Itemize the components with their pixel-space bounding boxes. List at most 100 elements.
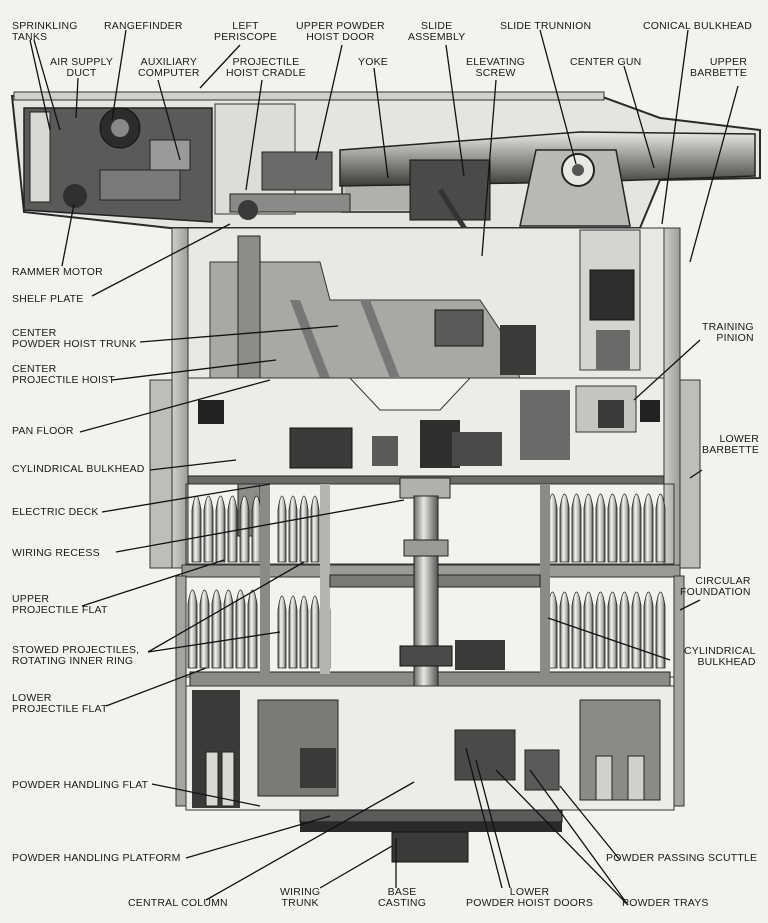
label-central-column: CENTRAL COLUMN [128, 897, 228, 909]
pan-floor-deck [187, 377, 665, 485]
leader-line [75, 77, 79, 119]
leader-line [81, 559, 225, 607]
leader-line [105, 667, 207, 707]
stowed-projectile [571, 591, 582, 669]
leader-line [445, 44, 465, 177]
leader-line [147, 631, 281, 653]
label-slide-trunnion: SLIDE TRUNNION [500, 20, 592, 32]
label-pan-floor: PAN FLOOR [12, 425, 74, 437]
leader-line [559, 785, 621, 861]
label-rangefinder: RANGEFINDER [104, 20, 183, 32]
leader-line [29, 39, 51, 131]
stowed-projectile [277, 495, 287, 563]
stowed-projectile [595, 493, 606, 563]
leader-line [529, 769, 629, 906]
leader-line [33, 39, 61, 131]
leader-line [319, 845, 393, 889]
stowed-projectile [583, 591, 594, 669]
leader-line [101, 483, 271, 513]
stowed-projectile [227, 495, 238, 563]
label-electric-deck: ELECTRIC DECK [12, 506, 99, 518]
leader-line [539, 29, 577, 165]
leader-line [689, 85, 739, 263]
stowed-projectile [559, 591, 570, 669]
stowed-projectile [299, 595, 309, 669]
stowed-projectile [215, 495, 226, 563]
leader-line [185, 815, 331, 859]
stowed-projectile [571, 493, 582, 563]
label-center-gun: CENTER GUN [570, 56, 642, 68]
label-powder-passing-scuttle: POWDER PASSING SCUTTLE [606, 852, 758, 864]
label-conical-bulkhead: CONICAL BULKHEAD [643, 20, 753, 32]
label-powder-trays: POWDER TRAYS [622, 897, 709, 909]
stowed-projectile [277, 595, 287, 669]
stowed-projectile [203, 495, 214, 563]
label-wiring-recess: WIRING RECESS [12, 547, 100, 559]
leader-line [91, 223, 231, 297]
label-yoke: YOKE [358, 56, 388, 68]
leader-line [373, 67, 389, 179]
stowed-projectile [235, 589, 246, 669]
stowed-projectile [607, 591, 618, 669]
leader-line [475, 759, 511, 889]
leader-line [115, 499, 405, 553]
stowed-projectile [583, 493, 594, 563]
gun-house [10, 91, 761, 332]
stowed-projectile [223, 589, 234, 669]
leader-line [149, 459, 237, 471]
leader-line [465, 747, 503, 889]
stowed-projectile [619, 591, 630, 669]
leader-line [623, 65, 655, 169]
leader-line [111, 29, 127, 121]
leader-line [547, 617, 671, 661]
leader-line [245, 79, 263, 191]
leader-line [111, 359, 277, 381]
stowed-projectile [655, 493, 666, 563]
stowed-projectile [299, 495, 309, 563]
label-cylindrical-bulkhead: CYLINDRICAL BULKHEAD [12, 463, 145, 475]
base-platform [299, 809, 563, 863]
stowed-projectile [559, 493, 570, 563]
label-shelf-plate: SHELF PLATE [12, 293, 84, 305]
stowed-projectile [310, 595, 320, 669]
leader-lines [29, 29, 739, 906]
leader-line [661, 29, 689, 225]
leader-line [157, 79, 181, 161]
stowed-projectile [595, 591, 606, 669]
powder-handling-flat [185, 685, 675, 811]
stowed-projectile [619, 493, 630, 563]
stowed-projectile [310, 495, 320, 563]
label-powder-handling-platform: POWDER HANDLING PLATFORM [12, 852, 181, 864]
stowed-projectile [631, 493, 642, 563]
stowed-projectile [643, 591, 654, 669]
leader-line [689, 469, 703, 479]
stowed-projectile [187, 589, 198, 669]
stowed-projectile [288, 595, 298, 669]
label-powder-handling-flat: POWDER HANDLING FLAT [12, 779, 149, 791]
leader-line [315, 44, 343, 161]
stowed-projectile [643, 493, 654, 563]
upper-projectile-flat-shells [191, 493, 666, 563]
leader-line [147, 561, 305, 653]
leader-line [79, 379, 271, 433]
label-rammer-motor: RAMMER MOTOR [12, 266, 103, 278]
leader-line [199, 44, 241, 89]
